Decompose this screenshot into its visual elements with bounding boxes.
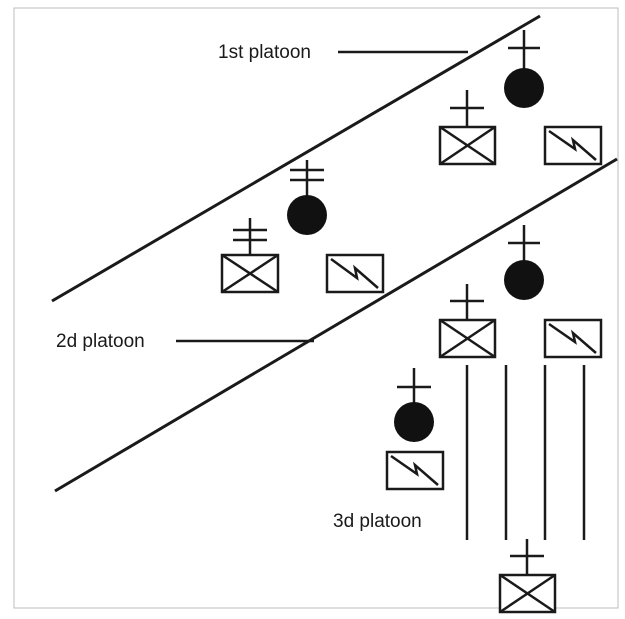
platoon-2-leader-icon bbox=[287, 160, 327, 235]
corridor-upper-line bbox=[51, 14, 541, 303]
platoon-1-infantry-icon bbox=[438, 90, 497, 166]
corridor-middle-line bbox=[54, 157, 618, 493]
platoon-3-leader-icon bbox=[504, 225, 544, 300]
platoon-3-label: 3d platoon bbox=[333, 511, 422, 532]
platoon-3-infantry-icon bbox=[438, 284, 497, 359]
diagram-frame bbox=[13, 7, 619, 609]
rear-infantry-icon bbox=[498, 539, 557, 614]
platoon-1-leader-icon bbox=[504, 30, 544, 108]
platoon-1-vehicle-icon bbox=[543, 125, 603, 166]
detached-vehicle-icon bbox=[385, 450, 445, 491]
platoon-2-infantry-icon bbox=[220, 218, 280, 294]
platoon-2-vehicle-icon bbox=[325, 253, 385, 294]
detached-leader-icon bbox=[394, 368, 434, 442]
platoon-2-label: 2d platoon bbox=[56, 331, 145, 352]
platoon-3-vehicle-icon bbox=[543, 318, 603, 359]
platoon-1-label: 1st platoon bbox=[218, 42, 311, 63]
